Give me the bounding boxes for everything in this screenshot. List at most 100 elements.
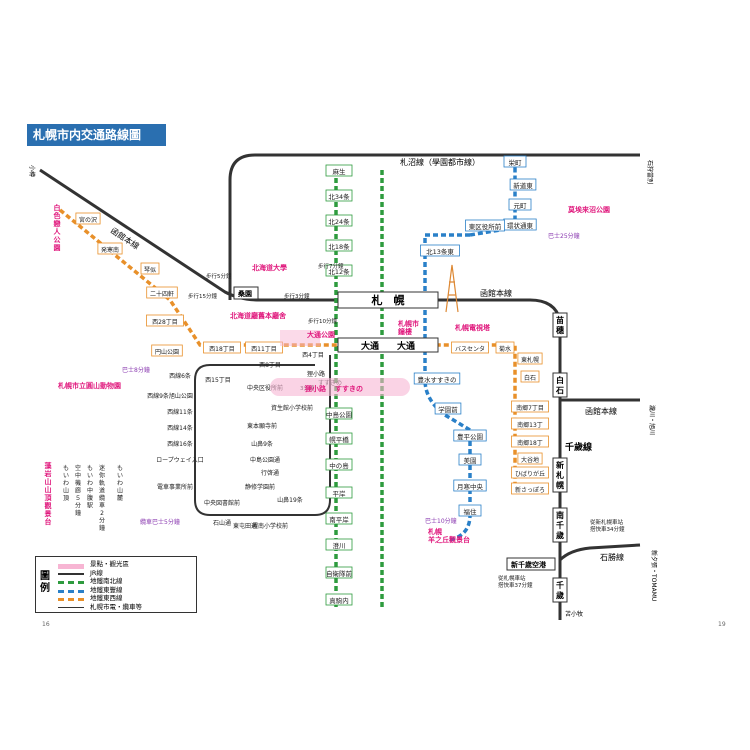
tozai-station-label-16: ひばりが丘 (515, 470, 545, 478)
tram-stop-13: 東屯田通 (233, 522, 257, 530)
tozai-station-7 (245, 341, 283, 354)
toho-station-label-11: 美園 (464, 456, 477, 465)
namboku-station-label-4: 北12条 (328, 267, 350, 276)
ropeway-1-char-4: ５ (75, 495, 81, 502)
toho-station-13 (458, 504, 482, 517)
poi-clocktower-line-1: 鐘樓 (398, 327, 412, 336)
poi-moiwa-char-3: 山 (45, 485, 52, 494)
tozai-station-label-17: 新さっぽろ (515, 486, 545, 494)
jr-sassho-label: 札沼線（學園都市線） (400, 157, 480, 167)
direction-shin-yubari: 新夕張・TOMAMU (650, 550, 658, 601)
ropeway-3-char-6: 2 (100, 510, 104, 517)
tozai-station-label-14: 南郷18丁 (517, 439, 543, 447)
poi-tvtower: 札幌電視塔 (454, 323, 491, 332)
jr-station-shin-sapporo-char-0: 新 (556, 460, 564, 470)
tozai-station-8 (451, 341, 489, 354)
ropeway-4-char-1: い (117, 473, 123, 480)
jr-station-naebo (552, 312, 568, 338)
page-number-left: 16 (42, 621, 50, 628)
namboku-station-15 (325, 593, 353, 606)
ropeway-3-char-3: 道 (99, 487, 105, 495)
tram-stop-18: 中島公園通 (250, 456, 280, 464)
ropeway-1-char-1: 中 (75, 472, 81, 480)
sapporo-station-box (337, 291, 439, 309)
poi-moiwa-char-7: 台 (45, 517, 52, 526)
jr-station-shiroishi-char-0: 白 (556, 375, 564, 385)
jr-station-shin-sapporo-char-1: 札 (555, 470, 564, 480)
toho-station-11 (458, 453, 482, 466)
namboku-station-10 (325, 458, 353, 471)
jr-station-chitose-char-1: 歲 (556, 590, 564, 600)
toho-station-5 (420, 244, 460, 257)
airport-note-0-0: 從新札幌車站 (590, 518, 624, 526)
tozai-station-label-5: 円山公園 (155, 348, 179, 356)
tozai-station-label-7: 西11丁目 (251, 346, 277, 353)
poi-clocktower: 札幌市 (397, 319, 419, 328)
tram-stop-4: 西線6条 (169, 372, 191, 380)
toho-station-2 (508, 198, 532, 211)
namboku-station-label-12: 南平岸 (329, 515, 349, 524)
walk-note-0: 步行7分鐘 (318, 262, 344, 270)
tozai-station-label-8: バスセンタ (455, 345, 485, 353)
airport-note-0-1: 搭快車34分鐘 (590, 525, 625, 533)
tozai-station-10 (517, 352, 543, 365)
ropeway-2-char-1: い (87, 473, 93, 480)
ropeway-0-char-0: も (63, 465, 69, 472)
tozai-station-11 (520, 370, 540, 383)
jr-hakodate-east-label: 函館本線 (480, 288, 512, 298)
jr-station-new-chitose-airport (506, 557, 556, 571)
namboku-station-14 (325, 566, 353, 579)
odori-station-label: 大通 大通 (361, 340, 415, 352)
tram-loop (194, 355, 331, 516)
poi-hokudai: 北海道大學 (252, 263, 287, 272)
direction-tomakomai: 苫小牧 (565, 610, 583, 618)
ropeway-1-char-5: 分 (75, 502, 81, 510)
poi-shiraikoibito-char-3: 人 (54, 227, 62, 236)
direction-takikawa: 瀧川・旭川 (648, 405, 656, 435)
tozai-station-label-1: 発寒南 (101, 246, 119, 254)
bus-note-moerenuma: 巴士25分鐘 (548, 232, 580, 240)
odori-park-highlight (280, 330, 320, 346)
susukino-highlight (270, 378, 410, 396)
tozai-station-12 (511, 400, 549, 413)
ropeway-3-char-4: 纜 (99, 494, 105, 502)
toho-station-9 (434, 402, 462, 415)
toho-station-4 (465, 219, 505, 232)
ropeway-1-char-3: 廊 (75, 487, 81, 495)
jr-sekisho-label: 石勝線 (600, 552, 624, 562)
poi-moiwa-char-1: 岩 (44, 469, 52, 478)
jr-station-shin-sapporo-char-2: 幌 (556, 480, 564, 490)
namboku-station-label-2: 北24条 (328, 217, 350, 226)
namboku-station-8 (325, 407, 353, 420)
poi-moiwa-char-0: 藻 (45, 461, 53, 470)
legend-item-1: JR線 (90, 568, 103, 577)
namboku-station-4 (325, 264, 353, 277)
poi-moiwa-char-6: 景 (44, 509, 52, 518)
ropeway-4-char-3: 山 (117, 487, 123, 495)
tozai-station-3 (146, 286, 178, 299)
toho-station-label-4: 東区役所前 (469, 222, 502, 231)
poi-moerenuma: 莫埃來沼公園 (567, 205, 610, 214)
toho-station-label-3: 環状通東 (507, 221, 534, 230)
ropeway-3-char-2: 軌 (99, 479, 105, 487)
namboku-station-9 (325, 432, 353, 445)
tozai-station-label-12: 南郷7丁目 (516, 404, 544, 412)
bus-note-moiwa: 纜車巴士5分鐘 (140, 518, 180, 526)
jr-sekisho-line (558, 543, 641, 562)
tozai-station-17 (511, 482, 549, 495)
ropeway-0-char-3: 山 (63, 487, 69, 495)
legend-swatch-4 (58, 598, 84, 601)
tram-stop-15: 山鼻19条 (277, 496, 303, 504)
tram-stop-0: 西4丁目 (302, 352, 324, 359)
ropeway-0-char-1: い (63, 473, 69, 480)
jr-station-shiroishi (552, 372, 568, 398)
tram-stop-8: 西線16条 (167, 440, 193, 448)
jr-station-naebo-char-0: 苗 (556, 315, 564, 325)
legend-swatch-1 (58, 572, 84, 575)
toho-station-label-2: 元町 (514, 202, 528, 210)
toho-station-label-9: 学園前 (438, 405, 458, 414)
legend-swatch-2 (58, 581, 84, 584)
tozai-station-label-13: 南郷13丁 (517, 421, 543, 429)
